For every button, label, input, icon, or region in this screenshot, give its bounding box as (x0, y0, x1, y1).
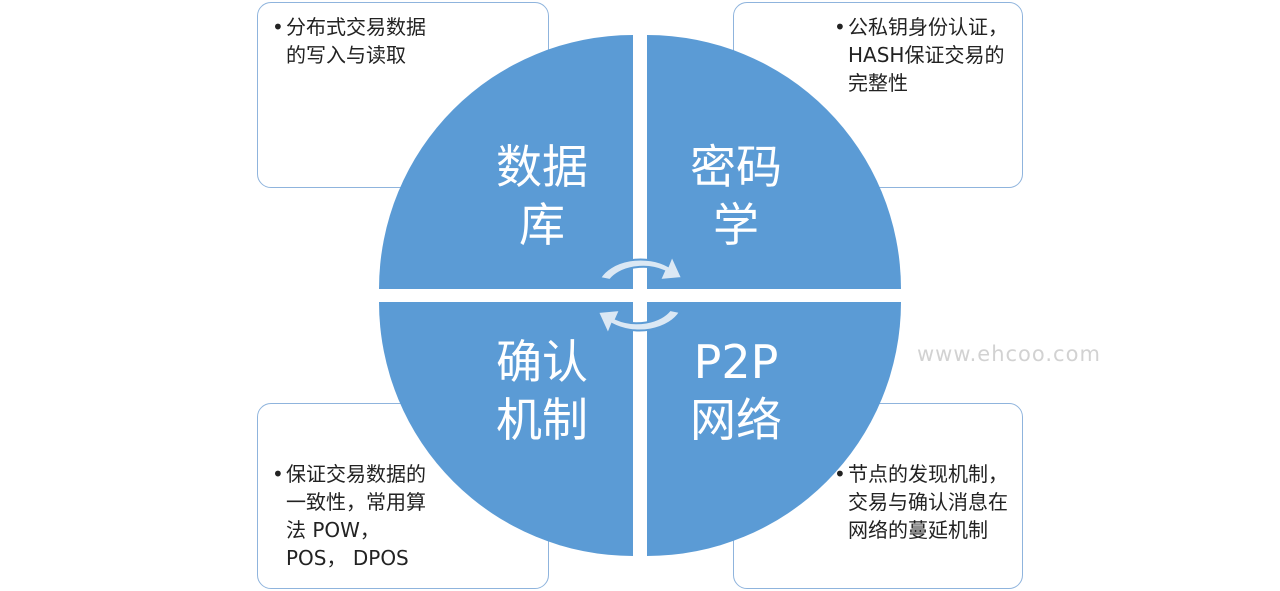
bullet: • (834, 15, 846, 39)
consensus-quadrant (379, 302, 633, 556)
cryptography-quadrant (647, 35, 901, 289)
p2p-description: 节点的发现机制，交易与确认消息在网络的蔓延机制 (848, 462, 1008, 542)
database-quadrant (379, 35, 633, 289)
p2p-label-line-2: 网络 (690, 393, 782, 447)
consensus-label: 确认 机制 (490, 333, 594, 449)
bullet: • (834, 462, 846, 486)
p2p-label-line-1: P2P (693, 335, 779, 389)
cryptography-label-line-1: 密码 (690, 140, 782, 194)
p2p-quadrant (647, 302, 901, 556)
database-label-line-2: 库 (519, 198, 565, 252)
bullet: • (272, 15, 284, 39)
database-label: 数据 库 (490, 138, 594, 254)
consensus-label-line-2: 机制 (496, 393, 588, 447)
cryptography-label-line-2: 学 (713, 198, 759, 252)
database-description: 分布式交易数据的写入与读取 (286, 15, 426, 67)
database-label-line-1: 数据 (496, 140, 588, 194)
consensus-description: 保证交易数据的一致性，常用算法 POW， POS， DPOS (286, 462, 426, 570)
cycle-arrow-icon (596, 253, 684, 337)
cryptography-description: 公私钥身份认证，HASH保证交易的完整性 (848, 15, 1008, 95)
cryptography-label: 密码 学 (684, 138, 788, 254)
bullet: • (272, 462, 284, 486)
watermark: www.ehcoo.com (917, 342, 1101, 366)
consensus-label-line-1: 确认 (496, 335, 588, 389)
p2p-label: P2P 网络 (684, 333, 788, 449)
